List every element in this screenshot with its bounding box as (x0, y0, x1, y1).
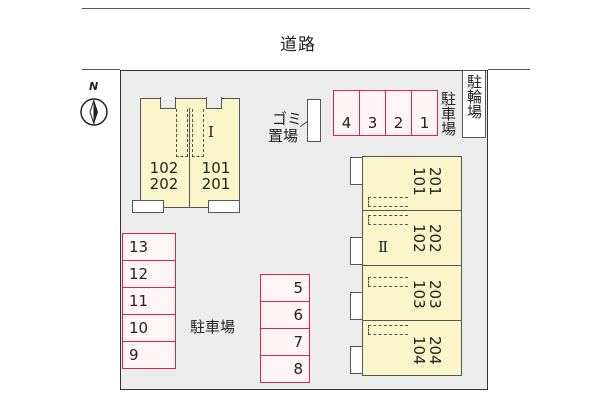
building-2-stair (368, 277, 408, 287)
bicycle-parking-label: 駐輪場 (465, 74, 483, 119)
north-compass-icon: N (78, 80, 110, 128)
unit-label-lower: 102 (410, 224, 428, 253)
building-2-divider (362, 210, 462, 211)
parking-spot: 1 (411, 90, 438, 136)
parking-spot-number: 4 (341, 114, 352, 132)
parking-spot: 4 (333, 90, 360, 136)
building-2-balcony (350, 157, 363, 185)
parking-spot: 8 (260, 355, 310, 383)
parking-spot-number: 11 (129, 292, 149, 310)
parking-top-label: 駐車場 (439, 91, 457, 136)
building-2 (362, 156, 462, 376)
building-1-balcony-left (132, 200, 164, 213)
parking-spot-number: 8 (293, 360, 303, 378)
building-2-balcony (350, 292, 363, 320)
parking-spot-number: 10 (129, 319, 149, 337)
building-2-balcony (350, 237, 363, 265)
unit-label-bottom: 202 (149, 175, 179, 193)
parking-spot: 10 (122, 314, 176, 342)
building-2-stair (368, 215, 408, 225)
building-1-notch-left (160, 97, 176, 109)
unit-label-top: 101 (201, 159, 231, 177)
parking-spot-number: 5 (293, 279, 303, 297)
building-2-divider (362, 265, 462, 266)
compass-label: N (89, 80, 99, 93)
parking-spot: 3 (359, 90, 386, 136)
garbage-station (307, 99, 321, 142)
unit-label-bottom: 201 (201, 175, 231, 193)
parking-spot-number: 6 (293, 306, 303, 324)
building-2-name: Ⅱ (378, 238, 389, 256)
parking-spot: 6 (260, 301, 310, 329)
parking-spot-number: 12 (129, 265, 149, 283)
road-edge-right (488, 69, 530, 70)
building-1-stair-left (176, 109, 188, 157)
parking-spot: 9 (122, 341, 176, 369)
road-edge-top (82, 8, 530, 9)
parking-spot: 12 (122, 260, 176, 288)
building-2-stair (368, 197, 408, 207)
building-1-notch-right (206, 97, 222, 109)
building-1-stair-right (192, 109, 204, 157)
parking-spot: 7 (260, 328, 310, 356)
unit-label-lower: 101 (410, 167, 428, 196)
parking-spot-number: 13 (129, 238, 149, 256)
parking-spot: 2 (385, 90, 412, 136)
unit-label-lower: 104 (410, 336, 428, 365)
unit-label-upper: 201 (426, 167, 444, 196)
unit-label-upper: 203 (426, 280, 444, 309)
parking-spot-number: 7 (293, 333, 303, 351)
road-label: 道路 (280, 35, 316, 55)
unit-label-upper: 204 (426, 336, 444, 365)
parking-spot: 13 (122, 233, 176, 261)
building-1-name: Ⅰ (208, 123, 214, 141)
garbage-label-line1: ゴミ (272, 110, 303, 128)
unit-label-upper: 202 (426, 224, 444, 253)
unit-label-top: 102 (149, 159, 179, 177)
building-2-divider (362, 320, 462, 321)
parking-spot-number: 9 (129, 346, 139, 364)
building-2-stair (368, 325, 408, 335)
bicycle-parking (462, 70, 486, 138)
parking-main-label: 駐車場 (190, 318, 236, 336)
building-1 (140, 98, 240, 208)
building-1-divider (189, 108, 190, 208)
unit-label-lower: 103 (410, 280, 428, 309)
parking-spot: 5 (260, 274, 310, 302)
garbage-label-line2: 置場 (268, 127, 299, 145)
road-edge-left (82, 69, 120, 70)
parking-spot: 11 (122, 287, 176, 315)
parking-spot-number: 1 (419, 114, 430, 132)
building-1-balcony-right (208, 200, 240, 213)
building-2-balcony (350, 346, 363, 374)
parking-spot-number: 3 (367, 114, 378, 132)
parking-spot-number: 2 (393, 114, 404, 132)
